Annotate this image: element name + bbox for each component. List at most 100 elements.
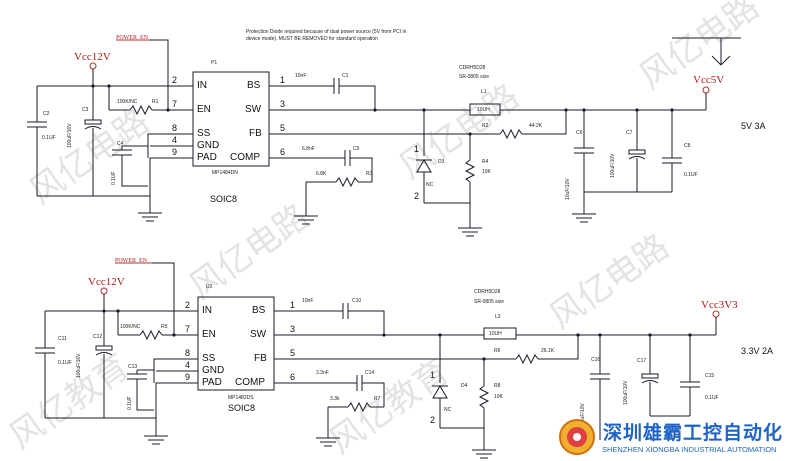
top-pin-num: 9 [172,147,177,157]
top-pin-comp: COMP [230,152,260,163]
bottom-pin-sw: SW [250,329,267,340]
top-c1-value: 10nF [295,73,306,79]
top-r1-value: 100K/NC [117,99,138,105]
top-r2-ref: R2 [482,123,489,129]
bottom-d4-pin2: 2 [430,415,435,425]
output-arrow-icon [672,37,741,66]
bottom-c17-value: 100uF/10V [623,380,629,405]
bottom-c12-value: 100uF/16V [76,353,82,378]
bottom-r7-value: 3.3k [330,396,340,402]
top-d3-pin1: 1 [414,144,419,154]
bottom-pin-num: 1 [290,300,295,310]
bottom-ic-body [197,296,275,391]
bottom-c15-ref: C15 [705,373,714,379]
top-r4-ref: R4 [482,159,489,165]
top-pin-num: 7 [172,99,177,109]
bottom-c16-ref: C16 [591,357,600,363]
top-pin-num: 3 [280,99,285,109]
bottom-vcc12v-label: Vcc12V [88,276,125,288]
top-d3-pin2: 2 [414,191,419,201]
top-pin-sw: SW [245,104,262,115]
bottom-c14-value: 3.3nF [316,370,329,376]
bottom-c10-value: 10nF [302,298,313,304]
bottom-c16-value: 10uF/10V [580,403,586,425]
top-r3-ref: R3 [366,171,373,177]
watermark-text: 风亿教育 [322,352,456,461]
top-pin-fb: FB [249,128,262,139]
bottom-c17-ref: C17 [637,358,646,364]
bottom-rating: 3.3V 2A [741,346,773,356]
top-pin-num: 4 [172,135,177,145]
bottom-regulator-circuit: U2 MP1482DS SOIC8 IN EN SS GND PAD BS SW… [35,258,773,459]
bottom-c14-ref: C14 [365,370,374,376]
bottom-r7-ref: R7 [374,396,381,402]
bottom-r5-ref: R5 [161,324,168,330]
company-name-en: SHENZHEN XIONGBA INDUSTRIAL AUTOMATION [602,445,777,454]
protection-note-line2: device mode). MUST BE REMOVED for standa… [246,36,378,42]
top-pin-num: 6 [280,147,285,157]
top-l1-size: SR-0805 size [459,74,489,80]
top-pin-num: 8 [172,123,177,133]
company-name-cn: 深圳雄霸工控自动化 [603,422,784,444]
bottom-pin-in: IN [202,305,212,316]
top-ic-body [192,71,270,167]
watermark-text: 风亿电路 [392,77,526,188]
bottom-pin-bs: BS [252,305,266,316]
company-banner: 深圳雄霸工控自动化 SHENZHEN XIONGBA INDUSTRIAL AU… [556,414,808,461]
bottom-c15-value: 0.1UF [705,395,719,401]
bottom-c13-value: 0.1UF [127,396,133,410]
bottom-pin-gnd: GND [202,365,224,376]
top-pin-en: EN [197,104,211,115]
top-pin-num: 1 [280,75,285,85]
top-ic-ref: P1 [211,60,217,66]
bottom-l2-part: CDRH5D28 [474,289,501,295]
top-pin-gnd: GND [197,140,219,151]
top-pin-num: 2 [172,75,177,85]
bottom-r6-ref: R6 [494,348,501,354]
bottom-r5-value: 100K/NC [120,324,141,330]
top-regulator-circuit: P1 MP1484DN SOIC8 IN EN SS GND PAD BS SW… [27,35,766,237]
top-rating: 5V 3A [741,121,766,131]
top-c8-ref: C8 [684,143,691,149]
top-c3-value: 100uF/16V [67,123,73,148]
top-pin-in: IN [197,80,207,91]
top-r4-value: 10K [482,169,492,175]
bottom-c11-ref: C11 [58,336,67,342]
watermark-text: 风亿电路 [182,197,316,308]
bottom-c13-ref: C13 [128,364,137,370]
bottom-d4-pin1: 1 [430,370,435,380]
bottom-pin-comp: COMP [235,377,265,388]
top-c5-value: 6.8nF [302,146,315,152]
bottom-pin-num: 5 [290,348,295,358]
top-c2-ref: C2 [43,111,50,117]
bottom-r6-value: 26.1K [541,348,555,354]
top-c3-ref: C3 [82,107,89,113]
top-l1-part: CDRH5D28 [459,65,486,71]
top-pin-bs: BS [247,80,261,91]
bottom-pin-num: 2 [185,300,190,310]
bottom-pin-num: 8 [185,348,190,358]
bottom-r8-value: 10K [494,394,504,400]
protection-note-line1: Protection Diode required because of dua… [246,29,407,35]
top-vcc12v-label: Vcc12V [74,51,111,63]
bottom-d4-ref: D4 [461,383,468,389]
bottom-pin-num: 9 [185,372,190,382]
top-c7-value: 100uF/10V [610,153,616,178]
top-c6-value: 10uF/10V [565,178,571,200]
top-c4-ref: C4 [117,141,124,147]
top-c8-value: 0.1UF [684,172,698,178]
top-d3-nc: NC [426,182,434,188]
bottom-d4-nc: NC [444,407,452,413]
company-logo-icon [559,419,595,455]
bottom-c12-ref: C12 [93,334,102,340]
top-c1-ref: C1 [342,73,349,79]
bottom-l2-ref: L2 [495,314,501,320]
bottom-pin-num: 3 [290,324,295,334]
top-c4-value: 0.1UF [111,171,117,185]
bottom-r8-ref: R8 [494,383,501,389]
bottom-pin-en: EN [202,329,216,340]
top-pin-num: 5 [280,123,285,133]
top-l1-ref: L1 [481,89,487,95]
